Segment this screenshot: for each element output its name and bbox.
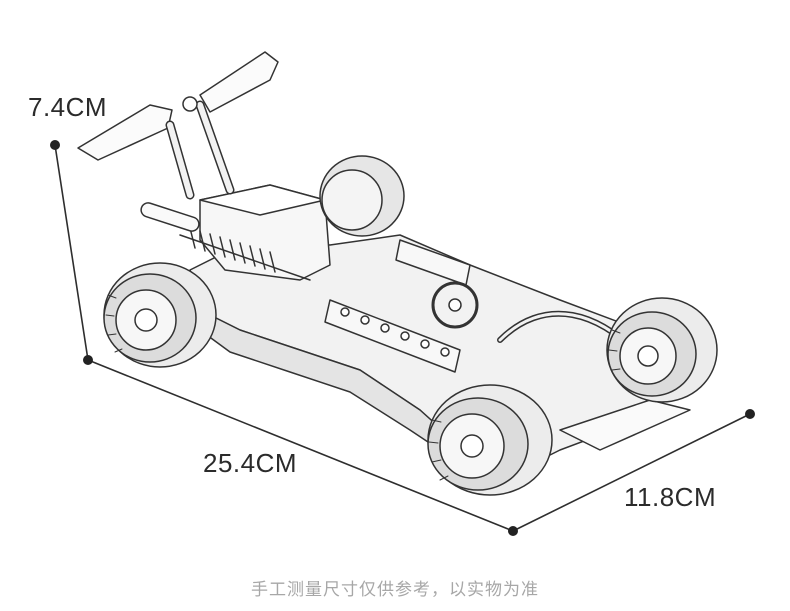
dimension-endpoints — [50, 140, 755, 536]
rear-axle-rod — [140, 202, 200, 232]
length-dimension-line — [87, 359, 514, 532]
tread-marks — [105, 294, 621, 481]
wing-strut-right-inner — [197, 102, 233, 193]
steering-hub — [448, 298, 462, 312]
dimension-lines — [54, 144, 751, 532]
wing-strut-left-inner — [167, 122, 193, 198]
front-left-wheel — [427, 384, 553, 496]
rear-wing-right — [199, 51, 279, 113]
endpoint-top — [50, 140, 60, 150]
height-dimension-line — [54, 144, 89, 361]
width-label: 11.8CM — [624, 482, 717, 512]
height-label: 7.4CM — [28, 92, 108, 122]
rear-left-wheel — [103, 262, 217, 368]
wing-pivot — [182, 96, 198, 112]
side-beam — [324, 299, 461, 373]
endpoint-rear-corner — [83, 355, 93, 365]
length-label: 25.4CM — [203, 448, 298, 478]
rear-spring — [179, 227, 311, 281]
endpoint-front-corner — [508, 526, 518, 536]
car-drawing — [77, 51, 718, 496]
front-nose — [559, 399, 691, 451]
front-right-wheel — [606, 297, 718, 403]
measurement-disclaimer: 手工测量尺寸仅供参考，以实物为准 — [251, 580, 539, 600]
endpoint-side — [745, 409, 755, 419]
rear-wing-left — [77, 104, 173, 161]
rear-right-wheel — [319, 155, 405, 237]
width-dimension-line — [512, 413, 751, 532]
beam-holes — [340, 307, 450, 357]
steering-wheel — [431, 281, 479, 329]
